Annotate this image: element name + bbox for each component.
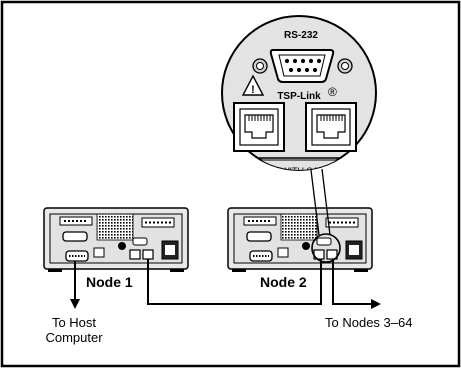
zoom-source-highlight [311, 233, 341, 263]
zoom-detail: E FUSE WITH SAME TY RS-232 TSP-Link ® ! [221, 15, 377, 176]
zoom-leader-line [321, 168, 331, 236]
rs232-label: RS-232 [284, 30, 318, 41]
arrow-down-icon [70, 299, 80, 309]
tsp-link-port-b [142, 249, 154, 260]
tsp-link-cable-node1-node2 [147, 259, 322, 305]
tsp-link-port-a [129, 249, 141, 260]
connector-pins [284, 58, 322, 73]
tsp-link-jack-right [305, 102, 357, 152]
node-2-instrument [227, 207, 373, 272]
host-label-line1: To Host [52, 315, 96, 330]
zoom-leader-line [310, 169, 320, 236]
vent-grille [96, 213, 134, 241]
node-1-instrument [43, 207, 189, 272]
node-1-label: Node 1 [86, 274, 133, 290]
warning-icon [241, 74, 265, 96]
host-label-line2: Computer [45, 330, 103, 345]
fuse-text: E FUSE WITH SAME TY [246, 166, 346, 176]
tsp-link-jack-left [233, 102, 285, 152]
tsp-link-label: TSP-Link [277, 91, 321, 102]
host-cable [70, 261, 80, 309]
node-2-label: Node 2 [260, 274, 307, 290]
registered-mark: ® [328, 85, 337, 99]
vent-grille [280, 213, 318, 241]
nodes-target-label: To Nodes 3–64 [325, 315, 412, 330]
tsp-link-cable-to-nodes [332, 259, 381, 309]
arrow-right-icon [371, 299, 381, 309]
warning-symbol: ! [251, 84, 255, 96]
